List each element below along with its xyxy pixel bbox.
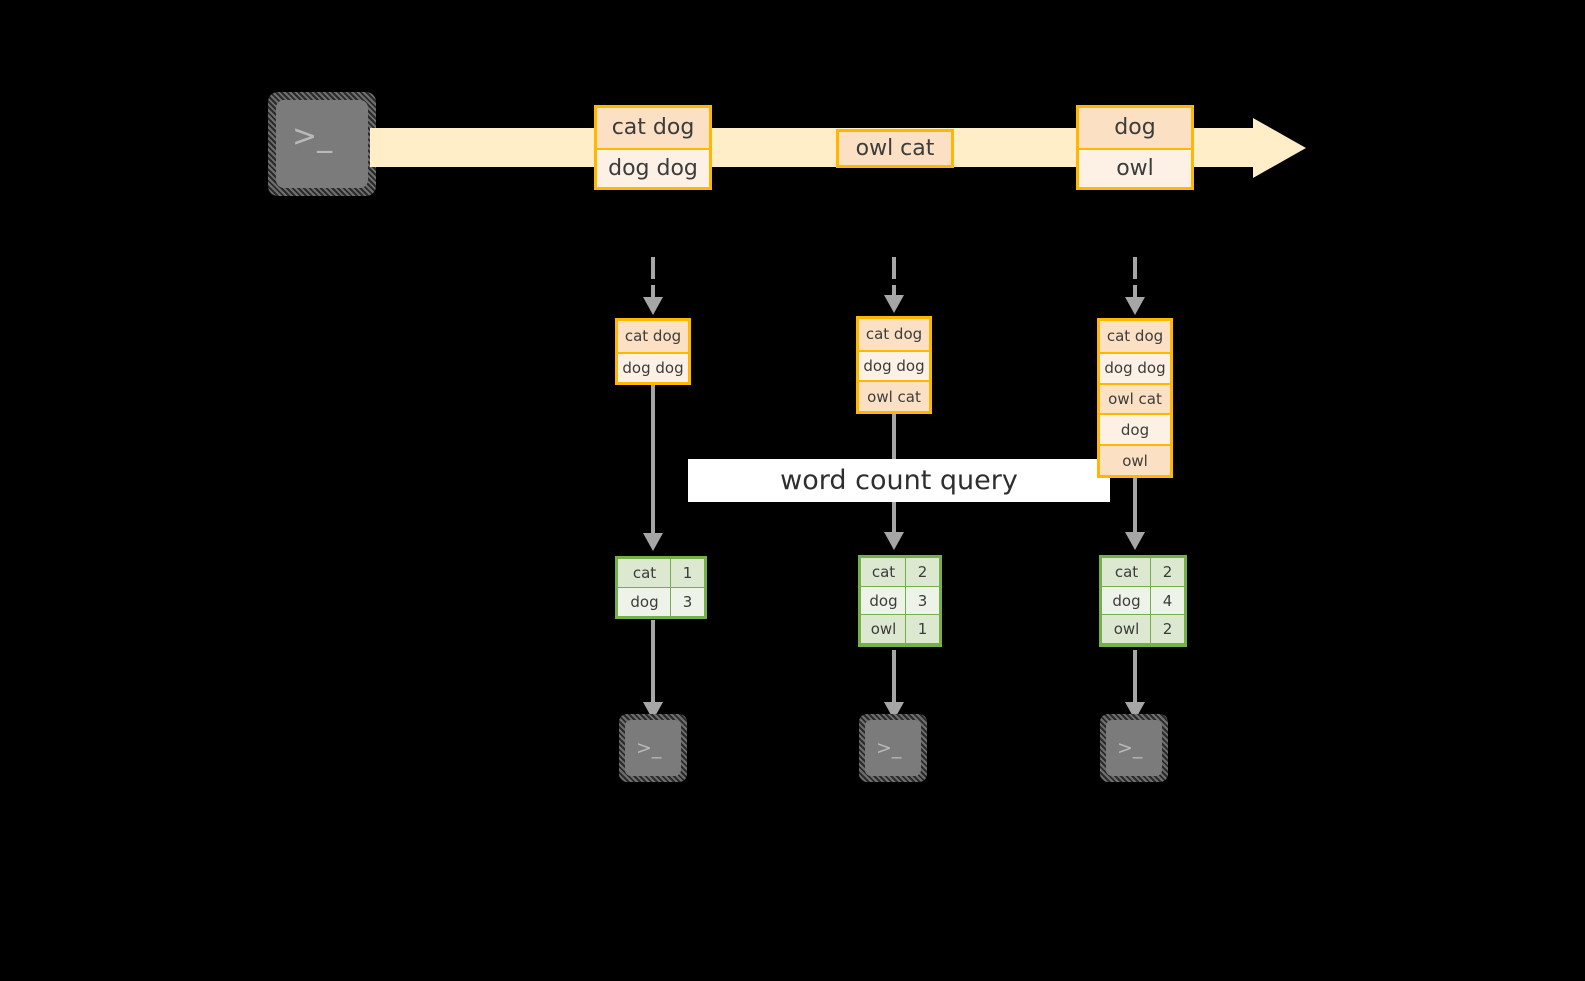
- result-count-cell: 4: [1150, 585, 1185, 616]
- terminal-screen: >_: [1106, 720, 1162, 776]
- state-box-col2: cat dog dog dog owl cat: [856, 316, 932, 414]
- result-word-cell: cat: [617, 558, 672, 589]
- stream-event-group-2: owl cat: [836, 129, 954, 168]
- result-word-cell: dog: [1101, 585, 1152, 616]
- query-banner: word count query: [688, 459, 1110, 502]
- result-word-cell: dog: [617, 586, 672, 617]
- state-line: cat dog: [859, 319, 929, 350]
- state-line: dog dog: [1100, 351, 1170, 383]
- dashed-connector-segment: [1133, 257, 1137, 279]
- terminal-prompt-glyph: >_: [876, 737, 902, 759]
- sink-terminal-icon-col3: >_: [1100, 714, 1168, 782]
- stream-event-line: owl: [1079, 147, 1191, 187]
- dashed-connector-segment: [1133, 285, 1137, 299]
- state-line: owl cat: [1100, 382, 1170, 414]
- terminal-screen: >_: [276, 100, 368, 188]
- stream-event-group-1: cat dog dog dog: [594, 105, 712, 190]
- result-count-cell: 2: [1150, 614, 1185, 645]
- stream-event-line: dog dog: [597, 147, 709, 187]
- terminal-screen: >_: [625, 720, 681, 776]
- result-word-cell: dog: [860, 585, 907, 616]
- stream-event-group-3: dog owl: [1076, 105, 1194, 190]
- result-word-cell: owl: [860, 614, 907, 645]
- state-to-result-connector-col1: [651, 385, 655, 535]
- result-count-cell: 2: [1150, 557, 1185, 588]
- connector-arrowhead: [884, 295, 904, 313]
- result-count-cell: 3: [670, 586, 705, 617]
- terminal-prompt-glyph: >_: [1117, 737, 1143, 759]
- terminal-prompt-glyph: >_: [292, 119, 333, 154]
- state-line: dog dog: [859, 349, 929, 381]
- terminal-screen: >_: [865, 720, 921, 776]
- state-to-result-connector-col3: [1133, 476, 1137, 536]
- source-terminal-icon: >_: [268, 92, 376, 196]
- connector-arrowhead: [1125, 297, 1145, 315]
- connector-arrowhead: [1125, 532, 1145, 550]
- result-to-sink-connector-col3: [1133, 650, 1137, 706]
- dashed-connector-segment: [892, 285, 896, 297]
- state-line: cat dog: [618, 321, 688, 352]
- state-box-col3: cat dog dog dog owl cat dog owl: [1097, 318, 1173, 478]
- terminal-prompt-glyph: >_: [636, 737, 662, 759]
- result-table-col2: cat 2 dog 3 owl 1: [858, 555, 942, 647]
- state-line: dog dog: [618, 351, 688, 382]
- result-count-cell: 1: [905, 614, 940, 645]
- dashed-connector-segment: [892, 257, 896, 279]
- state-line: cat dog: [1100, 321, 1170, 352]
- connector-arrowhead: [643, 297, 663, 315]
- state-line: owl cat: [859, 380, 929, 412]
- result-table-col3: cat 2 dog 4 owl 2: [1099, 555, 1187, 647]
- dashed-connector-segment: [651, 285, 655, 299]
- query-banner-label: word count query: [780, 465, 1018, 496]
- result-to-sink-connector-col1: [651, 620, 655, 705]
- stream-arrow-head: [1253, 118, 1306, 178]
- dashed-connector-segment: [651, 257, 655, 279]
- sink-terminal-icon-col2: >_: [859, 714, 927, 782]
- stream-event-line: cat dog: [597, 108, 709, 148]
- result-count-cell: 1: [670, 558, 705, 589]
- sink-terminal-icon-col1: >_: [619, 714, 687, 782]
- result-to-sink-connector-col2: [892, 650, 896, 706]
- result-word-cell: cat: [1101, 557, 1152, 588]
- result-count-cell: 2: [905, 557, 940, 588]
- state-box-col1: cat dog dog dog: [615, 318, 691, 385]
- result-word-cell: cat: [860, 557, 907, 588]
- connector-arrowhead: [643, 533, 663, 551]
- result-table-col1: cat 1 dog 3: [615, 556, 707, 619]
- state-line: dog: [1100, 413, 1170, 445]
- result-word-cell: owl: [1101, 614, 1152, 645]
- stream-event-line: owl cat: [839, 132, 951, 165]
- stream-event-line: dog: [1079, 108, 1191, 148]
- state-line: owl: [1100, 444, 1170, 475]
- connector-arrowhead: [884, 532, 904, 550]
- result-count-cell: 3: [905, 585, 940, 616]
